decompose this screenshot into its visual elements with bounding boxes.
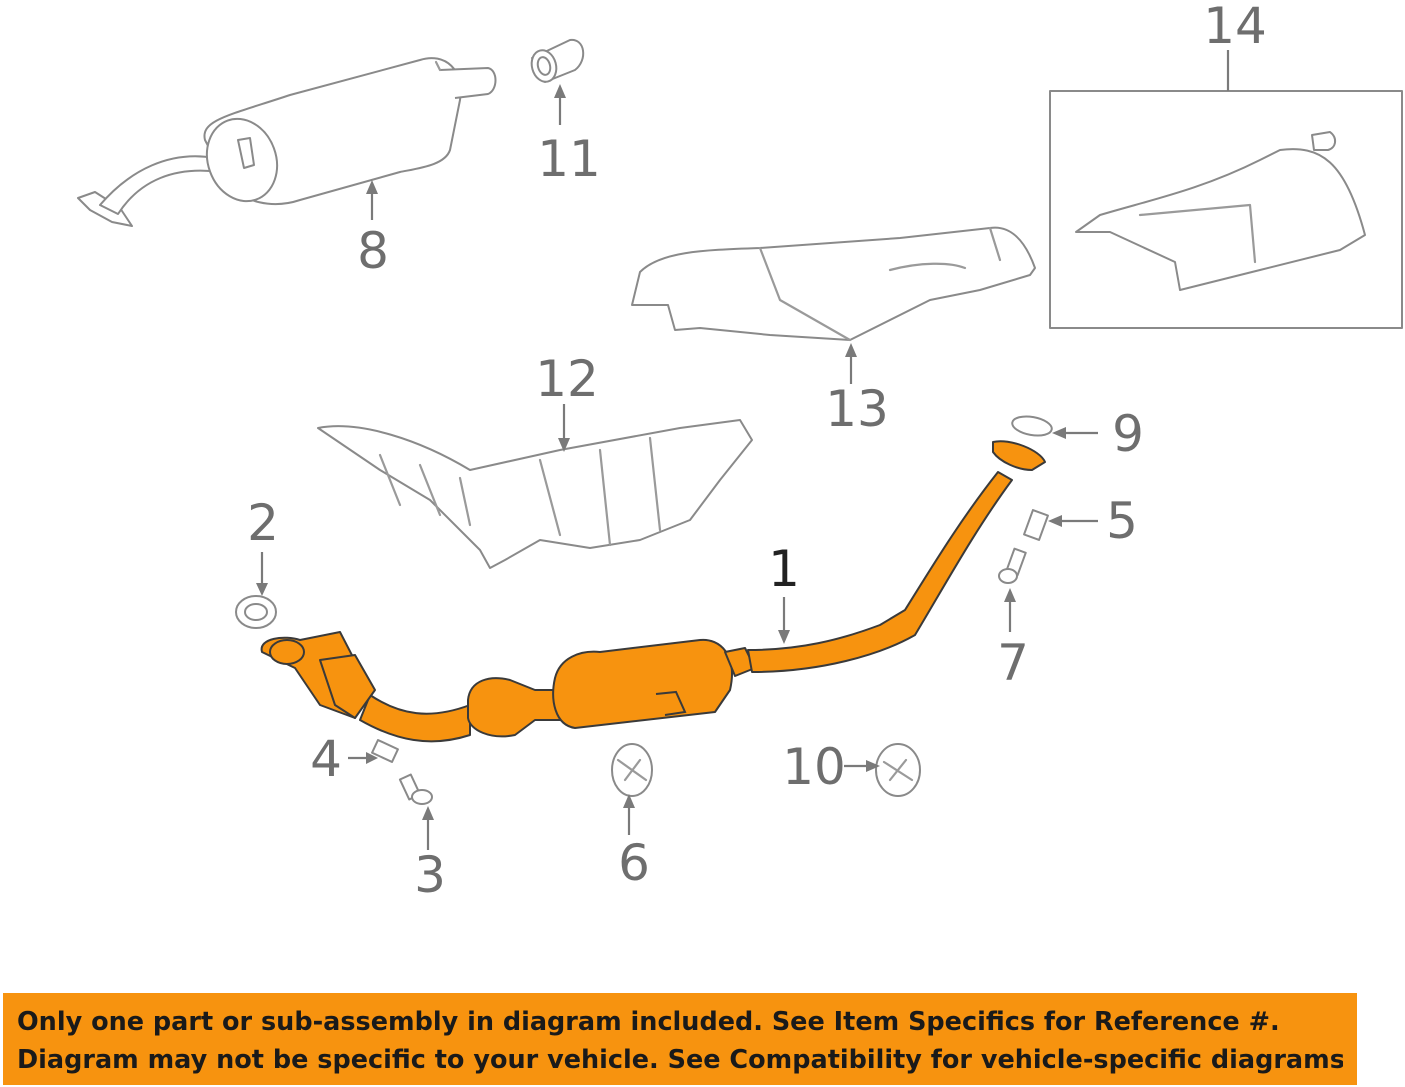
- callout-9: 9: [1112, 405, 1144, 463]
- callout-8: 8: [357, 222, 389, 280]
- bolt-3: [398, 773, 433, 805]
- disclaimer-line-2: Diagram may not be specific to your vehi…: [17, 1045, 1343, 1075]
- bolt-7: [998, 547, 1027, 584]
- hanger-10: [875, 743, 921, 797]
- callout-5: 5: [1106, 492, 1138, 550]
- heat-shield-box: [1049, 90, 1403, 329]
- disclaimer-banner: Only one part or sub-assembly in diagram…: [3, 993, 1357, 1085]
- stud-5: [1023, 509, 1049, 541]
- callout-6: 6: [618, 834, 650, 892]
- stud-4: [371, 739, 399, 763]
- callout-arrows: [256, 50, 1230, 850]
- callout-10: 10: [782, 738, 846, 796]
- callout-4: 4: [310, 730, 342, 788]
- heat-shield-lower-part: [317, 419, 753, 569]
- callout-13: 13: [825, 380, 889, 438]
- disclaimer-line-1: Only one part or sub-assembly in diagram…: [17, 1007, 1280, 1037]
- gasket-9: [1011, 415, 1053, 437]
- callout-1: 1: [768, 540, 800, 598]
- gasket-2: [235, 595, 277, 629]
- callout-2: 2: [247, 494, 279, 552]
- exhaust-parts-diagram: 1 2 3 4 5 6 7 8 9 10 11 12 13 14: [77, 0, 1403, 904]
- callout-3: 3: [414, 846, 446, 904]
- catalytic-converter-assembly: [260, 440, 1046, 743]
- hanger-6: [611, 743, 653, 797]
- callout-11: 11: [537, 130, 601, 188]
- callout-7: 7: [997, 634, 1029, 692]
- callout-14: 14: [1203, 0, 1267, 55]
- heat-shield-upper-part: [631, 226, 1036, 342]
- muffler-part: [77, 57, 497, 227]
- pipe-sleeve-part: [530, 38, 585, 83]
- callout-12: 12: [535, 350, 599, 408]
